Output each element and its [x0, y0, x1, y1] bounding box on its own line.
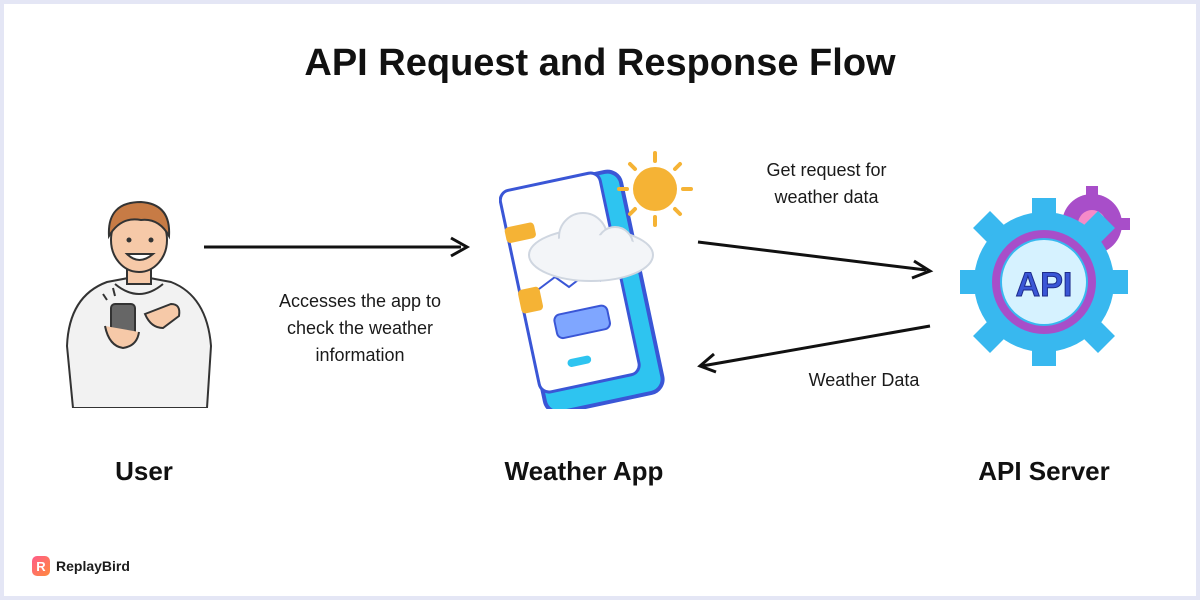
note-request-line-1: Get request for: [766, 160, 887, 180]
note-request-line-2: weather data: [774, 187, 879, 207]
cloud-icon: [528, 212, 654, 282]
sun-icon: [617, 151, 693, 227]
arrow-server-to-app: [697, 324, 931, 374]
brand-logo: R ReplayBird: [32, 556, 130, 576]
arrow-app-to-server: [697, 240, 934, 280]
node-label-api-server: API Server: [978, 456, 1110, 486]
user-illustration: [65, 200, 213, 408]
diagram-title: API Request and Response Flow: [304, 42, 896, 84]
note-access: Accesses the app to check the weather in…: [254, 288, 466, 369]
note-request: Get request for weather data: [734, 157, 919, 211]
api-gear-illustration: API: [960, 186, 1130, 366]
node-label-weather-app: Weather App: [504, 456, 664, 486]
note-response: Weather Data: [808, 370, 920, 390]
note-access-line-2: check the weather: [286, 318, 434, 338]
arrow-user-to-app: [204, 236, 471, 258]
weather-app-illustration: [499, 151, 693, 409]
api-badge-text: API: [1016, 266, 1073, 304]
node-label-user: User: [115, 456, 173, 486]
replaybird-logo-icon: R: [32, 556, 50, 576]
gear-icon: [960, 198, 1128, 366]
note-access-line-3: information: [315, 345, 405, 365]
brand-name: ReplayBird: [56, 558, 130, 574]
note-access-line-1: Accesses the app to: [278, 291, 442, 311]
